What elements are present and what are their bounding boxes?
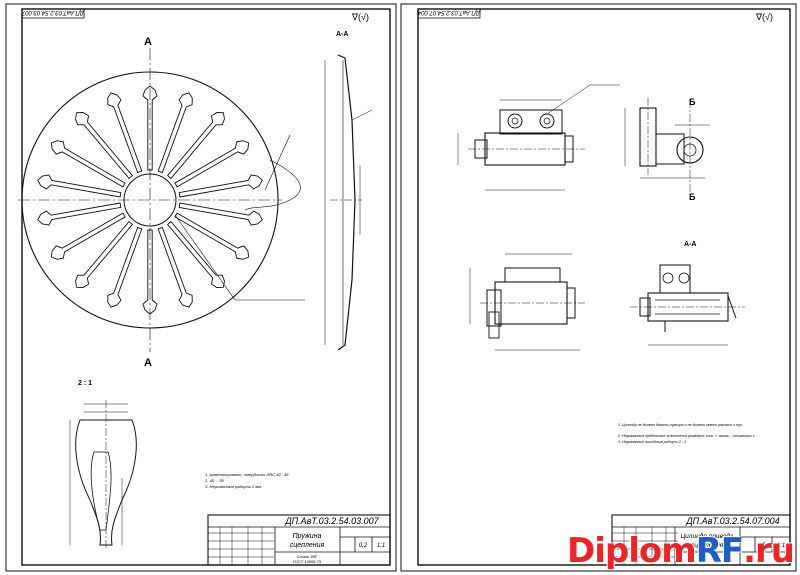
cylinder-front-view	[457, 84, 620, 191]
spring-finger	[142, 85, 158, 171]
right-title-name-1: Цилиндр привода	[680, 532, 733, 540]
section-view-left	[324, 54, 373, 351]
detail-view-left	[69, 400, 137, 550]
left-material-2: ГОСТ 14959-79	[293, 559, 322, 564]
title-block-left	[207, 514, 391, 566]
left-mass-value: 0,2	[359, 543, 368, 549]
left-material-1: Сталь 65Г	[297, 554, 318, 559]
spring-finger	[37, 174, 122, 198]
right-sheet: ДП.АвТ.03.2.54.07.004 ∇(√)	[400, 3, 797, 572]
right-roughness-mark: ∇(√)	[755, 12, 773, 22]
right-note-2: 2. Неуказанные предельные отклонения раз…	[617, 434, 755, 438]
watermark-part-1: Diplom	[567, 531, 697, 571]
cut-label-bottom-right: Б	[689, 192, 696, 202]
spring-finger	[50, 212, 126, 260]
left-title-name-2: сцепления	[290, 542, 325, 549]
spring-finger	[174, 212, 250, 260]
left-sheet: ДП.АвТ.03.2.54.03.007 ∇(√) А А А-А	[5, 3, 397, 572]
detail-label-left: 2 : 1	[78, 380, 92, 387]
cut-label-top-left: А	[144, 36, 152, 48]
spring-finger	[142, 229, 158, 315]
left-title-name-1: Пружина	[293, 533, 322, 540]
spring-finger	[37, 202, 122, 226]
right-note-1: 1. Цилиндр не должен давать трещин и не …	[618, 423, 742, 427]
left-title-code: ДП.АвТ.03.2.54.03.007	[284, 516, 379, 526]
spring-finger	[107, 92, 143, 174]
cut-label-top-right: Б	[689, 97, 696, 107]
watermark-part-2: RF	[695, 531, 744, 571]
left-scale-value: 1:1	[377, 543, 385, 549]
disc-spring-view	[18, 48, 305, 352]
right-top-stamp-text: ДП.АвТ.03.2.54.07.004	[417, 9, 481, 15]
cylinder-side-view	[624, 98, 710, 195]
left-roughness-mark: ∇(√)	[351, 12, 369, 22]
left-note-1: 1. Цементировать, твердость HRC 42...48	[205, 472, 289, 477]
spring-finger	[166, 112, 225, 180]
right-title-name-2: сцепления	[691, 542, 724, 549]
cut-label-bottom-left: А	[144, 357, 152, 369]
section-label-right: А-А	[684, 241, 696, 248]
watermark-part-3: .ru	[743, 531, 795, 571]
spring-finger	[178, 202, 263, 226]
spring-finger	[75, 220, 134, 288]
right-note-3: 3. Неуказанные литейные радиусы 2...3	[618, 440, 686, 444]
section-view-right	[630, 264, 745, 346]
right-mass-value: 0,34	[757, 543, 769, 549]
left-top-stamp-text: ДП.АвТ.03.2.54.03.007	[21, 9, 85, 15]
section-label-left: А-А	[336, 31, 348, 38]
spring-finger	[50, 140, 126, 188]
spring-finger	[178, 174, 263, 198]
right-scale-value: 1:1	[777, 543, 785, 549]
spring-finger	[174, 140, 250, 188]
spring-finger	[157, 92, 193, 174]
right-title-code: ДП.АвТ.03.2.54.07.004	[685, 516, 779, 526]
spring-finger	[75, 112, 134, 180]
left-note-2: 2. 45 ... 50	[204, 478, 225, 483]
spring-finger	[107, 226, 143, 308]
left-note-3: 3. Неуказанные радиусы 2 мм	[205, 484, 261, 489]
title-block-right	[611, 514, 791, 566]
cylinder-bottom-view	[469, 253, 585, 351]
spring-finger	[157, 226, 193, 308]
